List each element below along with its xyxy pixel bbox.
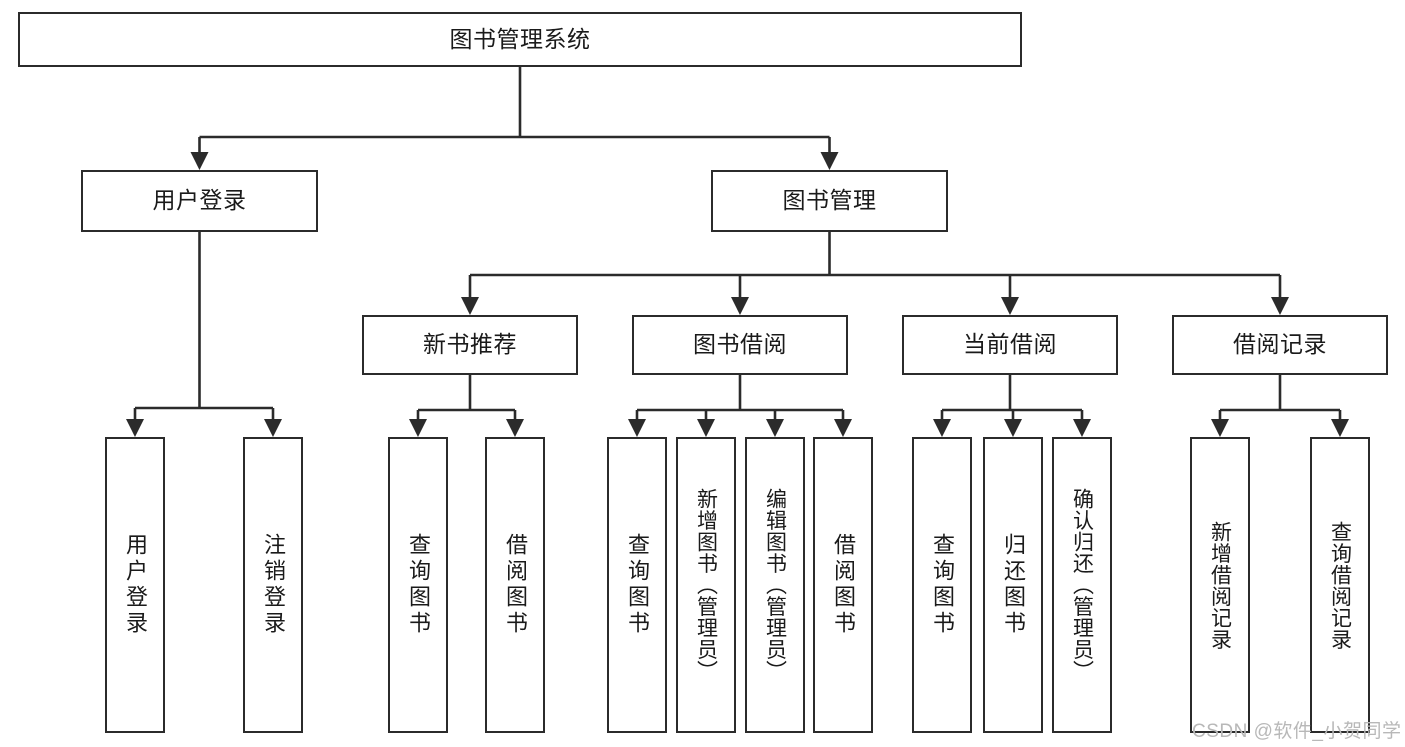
node-level3-2: 当前借阅 xyxy=(902,315,1118,375)
node-leaf-4: 查询图书 xyxy=(607,437,667,733)
node-level2-0: 用户登录 xyxy=(81,170,318,232)
node-label: 图书管理 xyxy=(782,187,877,214)
node-leaf-7: 借阅图书 xyxy=(813,437,873,733)
node-label: 查询图书 xyxy=(625,533,650,637)
node-leaf-2: 查询图书 xyxy=(388,437,448,733)
node-leaf-9: 归还图书 xyxy=(983,437,1043,733)
node-level3-3: 借阅记录 xyxy=(1172,315,1388,375)
node-label: 确认归还（管理员） xyxy=(1070,488,1094,682)
node-leaf-3: 借阅图书 xyxy=(485,437,545,733)
node-label: 图书管理系统 xyxy=(449,25,591,52)
node-label: 借阅记录 xyxy=(1233,331,1327,358)
node-label: 归还图书 xyxy=(1001,533,1026,637)
node-label: 查询借阅记录 xyxy=(1328,520,1352,650)
node-label: 查询图书 xyxy=(930,533,955,637)
node-label: 当前借阅 xyxy=(963,331,1057,358)
node-root: 图书管理系统 xyxy=(18,12,1022,67)
node-label: 用户登录 xyxy=(152,187,247,214)
node-label: 借阅图书 xyxy=(503,533,528,637)
csdn-watermark: CSDN @软件_小贺同学 xyxy=(1192,721,1402,742)
node-label: 用户登录 xyxy=(123,533,148,637)
node-level2-1: 图书管理 xyxy=(711,170,948,232)
node-label: 新书推荐 xyxy=(423,331,517,358)
node-label: 新增图书（管理员） xyxy=(694,488,718,682)
node-leaf-12: 查询借阅记录 xyxy=(1310,437,1370,733)
node-label: 新增借阅记录 xyxy=(1208,520,1232,650)
node-level3-0: 新书推荐 xyxy=(362,315,578,375)
node-label: 注销登录 xyxy=(261,533,286,637)
node-leaf-10: 确认归还（管理员） xyxy=(1052,437,1112,733)
node-leaf-8: 查询图书 xyxy=(912,437,972,733)
node-leaf-1: 注销登录 xyxy=(243,437,303,733)
node-leaf-11: 新增借阅记录 xyxy=(1190,437,1250,733)
node-label: 图书借阅 xyxy=(693,331,787,358)
node-label: 编辑图书（管理员） xyxy=(763,488,787,682)
node-label: 借阅图书 xyxy=(831,533,856,637)
node-level3-1: 图书借阅 xyxy=(632,315,848,375)
node-leaf-0: 用户登录 xyxy=(105,437,165,733)
node-label: 查询图书 xyxy=(406,533,431,637)
node-leaf-6: 编辑图书（管理员） xyxy=(745,437,805,733)
node-leaf-5: 新增图书（管理员） xyxy=(676,437,736,733)
